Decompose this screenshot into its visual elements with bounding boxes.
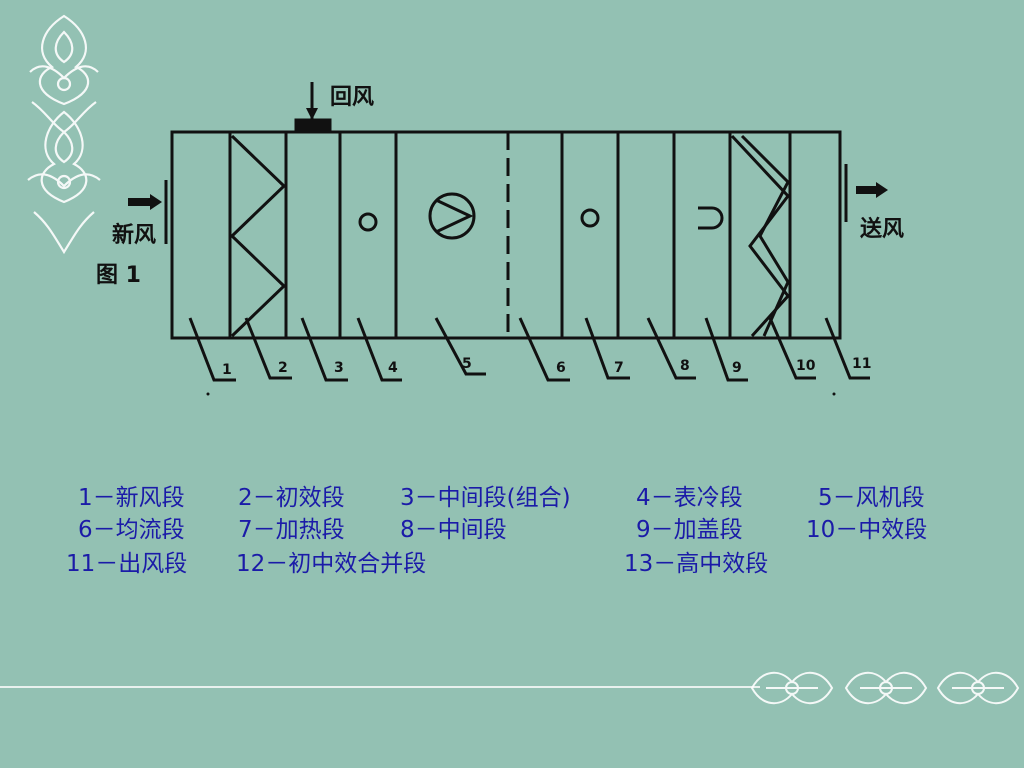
damper-icon — [698, 206, 724, 230]
return-air-label: 回风 — [330, 85, 374, 110]
legend-item: 5－风机段 — [818, 485, 925, 511]
legend-item: 13－高中效段 — [624, 551, 769, 577]
legend-item: 2－初效段 — [238, 485, 345, 511]
section-number-7: 7 — [614, 360, 624, 376]
section-number-9: 9 — [732, 360, 742, 376]
section-number-3: 3 — [334, 360, 344, 376]
air-handling-unit-diagram: 回风 新风 送风 图 1 1 2 3 4 5 6 7 8 9 10 11 — [96, 82, 904, 396]
unit-casing — [170, 130, 842, 340]
coil-icon — [580, 208, 600, 228]
section-number-5: 5 — [462, 356, 472, 372]
section-number-2: 2 — [278, 360, 288, 376]
legend: 1－新风段 2－初效段 3－中间段(组合) 4－表冷段 5－风机段 6－均流段 … — [0, 470, 1024, 590]
legend-item: 9－加盖段 — [636, 517, 743, 543]
legend-item: 3－中间段(组合) — [400, 485, 571, 511]
return-air-arrow — [306, 108, 318, 120]
figure-label: 图 1 — [96, 263, 141, 288]
legend-item: 6－均流段 — [78, 517, 185, 543]
section-number-8: 8 — [680, 358, 690, 374]
fresh-air-arrow — [128, 194, 162, 210]
heater-icon — [358, 212, 378, 232]
legend-item: 8－中间段 — [400, 517, 507, 543]
legend-item: 11－出风段 — [66, 551, 188, 577]
section-number-11: 11 — [852, 356, 871, 372]
legend-item: 4－表冷段 — [636, 485, 743, 511]
legend-item: 7－加热段 — [238, 517, 345, 543]
legend-item: 10－中效段 — [806, 517, 928, 543]
damask-ornament-icon — [750, 672, 1020, 704]
fan-icon — [428, 192, 476, 240]
fresh-air-label: 新风 — [112, 222, 156, 248]
legend-item: 1－新风段 — [78, 485, 185, 511]
section-number-1: 1 — [222, 362, 232, 378]
damask-ornament-icon — [27, 14, 101, 255]
section-number-6: 6 — [556, 360, 566, 376]
divider-line — [0, 686, 760, 688]
return-air-duct — [294, 118, 332, 132]
section-number-4: 4 — [388, 360, 398, 376]
section-number-10: 10 — [796, 358, 816, 374]
legend-item: 12－初中效合并段 — [236, 551, 427, 577]
primary-filter-zigzag — [229, 134, 287, 338]
supply-air-label: 送风 — [860, 216, 904, 242]
supply-air-arrow — [856, 182, 888, 198]
